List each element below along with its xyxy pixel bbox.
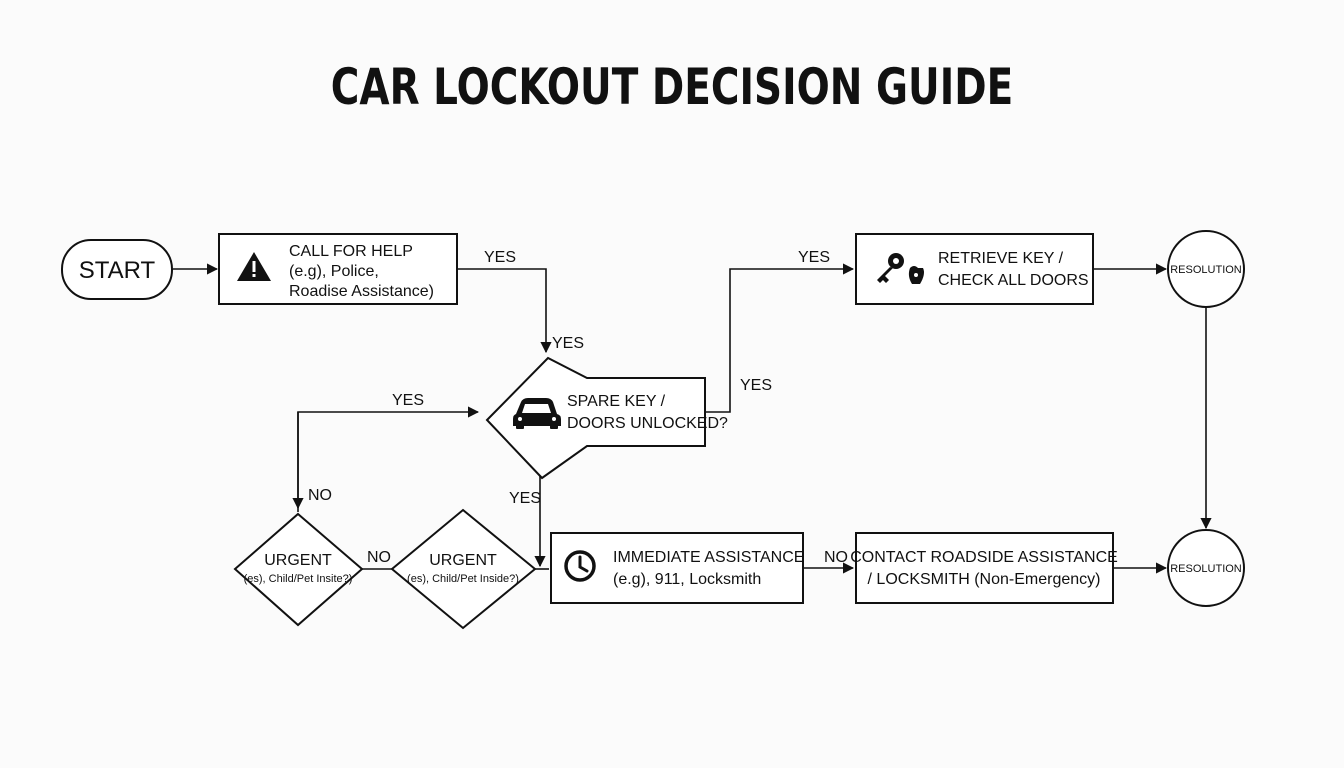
immediate-node: IMMEDIATE ASSISTANCE (e.g), 911, Locksmi…	[550, 532, 804, 604]
contact-line-2: / LOCKSMITH (Non-Emergency)	[868, 571, 1101, 588]
resolution-node-1: RESOLUTION	[1167, 230, 1245, 308]
resolution-2-label: RESOLUTION	[1170, 563, 1242, 575]
spare-key-line-1: SPARE KEY /	[567, 393, 666, 410]
car-icon	[513, 398, 561, 429]
label-call-yes: YES	[484, 249, 516, 266]
urgent-1-line-2: (es), Child/Pet Insite?)	[244, 573, 353, 585]
label-spare-down-yes: YES	[509, 490, 541, 507]
spare-key-line-2: DOORS UNLOCKED?	[567, 415, 728, 432]
start-label: START	[79, 257, 156, 284]
retrieve-line-1: RETRIEVE KEY /	[938, 250, 1064, 267]
label-immediate-no: NO	[824, 549, 848, 566]
resolution-1-label: RESOLUTION	[1170, 264, 1242, 276]
page-title: CAR LOCKOUT DECISION GUIDE	[330, 58, 1014, 116]
label-loop-yes: YES	[392, 392, 424, 409]
immediate-line-2: (e.g), 911, Locksmith	[613, 571, 761, 588]
edge-call-spare	[457, 268, 552, 354]
urgent-node-1: URGENT (es), Child/Pet Insite?)	[233, 512, 364, 627]
edge-labels: YES YES YES YES YES NO NO YES NO	[308, 249, 848, 566]
urgent-node-2: URGENT (es), Child/Pet Inside?)	[390, 508, 537, 630]
label-retrieve-yes: YES	[798, 249, 830, 266]
immediate-line-1: IMMEDIATE ASSISTANCE	[613, 549, 804, 566]
urgent-2-line-2: (es), Child/Pet Inside?)	[407, 573, 519, 585]
call-help-line-3: Roadise Assistance)	[289, 283, 434, 300]
contact-line-1: CONTACT ROADSIDE ASSISTANCE	[850, 549, 1118, 566]
key-icon	[877, 253, 924, 284]
call-help-line-2: (e.g), Police,	[289, 263, 379, 280]
edge-spare-retrieve	[705, 263, 855, 413]
call-help-node: CALL FOR HELP (e.g), Police, Roadise Ass…	[218, 233, 458, 305]
call-help-line-1: CALL FOR HELP	[289, 243, 413, 260]
label-spare-top-yes: YES	[552, 335, 584, 352]
retrieve-line-2: CHECK ALL DOORS	[938, 272, 1089, 289]
urgent-1-line-1: URGENT	[264, 552, 332, 569]
clock-icon	[564, 550, 596, 582]
label-between-urgent-no: NO	[367, 549, 391, 566]
label-spare-right-yes: YES	[740, 377, 772, 394]
resolution-node-2: RESOLUTION	[1167, 529, 1245, 607]
label-urgent1-no: NO	[308, 487, 332, 504]
start-node: START	[61, 239, 173, 300]
retrieve-node: RETRIEVE KEY / CHECK ALL DOORS	[855, 233, 1094, 305]
urgent-2-line-1: URGENT	[429, 552, 497, 569]
contact-node: CONTACT ROADSIDE ASSISTANCE / LOCKSMITH …	[850, 532, 1118, 604]
warning-icon	[237, 252, 271, 281]
spare-key-node: SPARE KEY / DOORS UNLOCKED?	[485, 356, 728, 480]
edges	[173, 263, 1212, 574]
